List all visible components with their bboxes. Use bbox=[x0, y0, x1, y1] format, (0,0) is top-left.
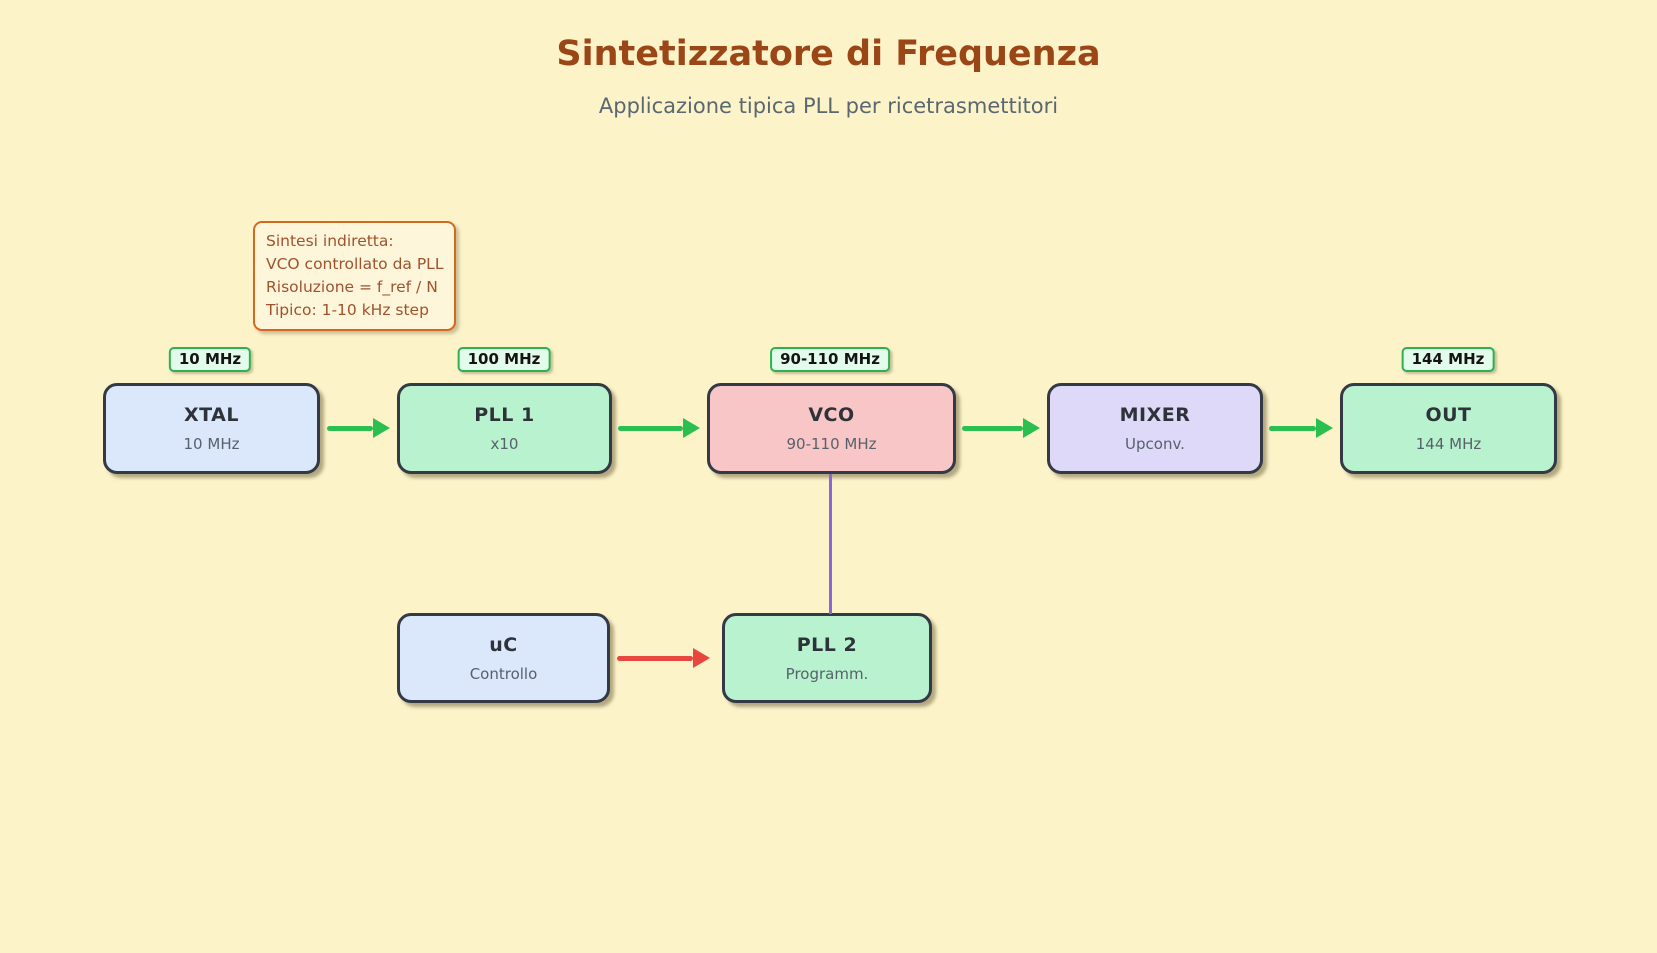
badge-144mhz: 144 MHz bbox=[1401, 347, 1495, 372]
block-pll2: PLL 2 Programm. bbox=[722, 613, 932, 703]
arrow-uc-to-pll2 bbox=[617, 648, 710, 668]
block-xtal-subtitle: 10 MHz bbox=[183, 435, 240, 453]
note-line-3: Risoluzione = f_ref / N bbox=[266, 278, 438, 296]
note-line-4: Tipico: 1-10 kHz step bbox=[266, 301, 429, 319]
page-title: Sintetizzatore di Frequenza bbox=[556, 34, 1101, 74]
arrow-vco-to-mixer bbox=[962, 418, 1040, 438]
block-vco: VCO 90-110 MHz bbox=[707, 383, 956, 474]
block-xtal: XTAL 10 MHz bbox=[103, 383, 320, 474]
block-pll1-title: PLL 1 bbox=[474, 404, 535, 426]
note-line-1: Sintesi indiretta: bbox=[266, 232, 394, 250]
arrowhead-icon bbox=[373, 418, 390, 438]
block-uc-title: uC bbox=[489, 633, 518, 656]
arrowhead-icon bbox=[693, 648, 710, 668]
block-mixer-subtitle: Upconv. bbox=[1125, 435, 1185, 453]
block-vco-subtitle: 90-110 MHz bbox=[786, 435, 877, 453]
arrowhead-icon bbox=[1316, 418, 1333, 438]
arrow-shaft bbox=[327, 425, 373, 431]
block-mixer-title: MIXER bbox=[1119, 404, 1191, 426]
badge-10mhz: 10 MHz bbox=[168, 347, 252, 372]
arrowhead-icon bbox=[683, 418, 700, 438]
badge-100mhz: 100 MHz bbox=[457, 347, 551, 372]
block-pll2-title: PLL 2 bbox=[796, 633, 858, 656]
note-box: Sintesi indiretta: VCO controllato da PL… bbox=[253, 221, 457, 331]
block-vco-title: VCO bbox=[808, 404, 855, 426]
block-mixer: MIXER Upconv. bbox=[1047, 383, 1263, 474]
arrow-xtal-to-pll1 bbox=[327, 418, 390, 438]
badge-90-110mhz: 90-110 MHz bbox=[770, 347, 890, 372]
block-out-subtitle: 144 MHz bbox=[1415, 435, 1482, 453]
arrow-shaft bbox=[1269, 425, 1316, 431]
note-line-2: VCO controllato da PLL bbox=[266, 255, 444, 273]
block-uc: uC Controllo bbox=[397, 613, 610, 703]
page-subtitle: Applicazione tipica PLL per ricetrasmett… bbox=[598, 94, 1059, 118]
arrow-pll1-to-vco bbox=[618, 418, 700, 438]
arrow-shaft bbox=[617, 655, 693, 661]
block-pll1: PLL 1 x10 bbox=[397, 383, 612, 474]
connector-vco-to-pll2 bbox=[829, 474, 832, 614]
arrow-shaft bbox=[962, 425, 1023, 431]
arrowhead-icon bbox=[1023, 418, 1040, 438]
block-uc-subtitle: Controllo bbox=[469, 664, 538, 683]
arrow-shaft bbox=[618, 425, 683, 431]
block-pll1-subtitle: x10 bbox=[490, 435, 519, 453]
block-pll2-subtitle: Programm. bbox=[785, 664, 869, 683]
block-out-title: OUT bbox=[1425, 404, 1472, 426]
block-out: OUT 144 MHz bbox=[1340, 383, 1557, 474]
arrow-mixer-to-out bbox=[1269, 418, 1333, 438]
block-xtal-title: XTAL bbox=[184, 404, 239, 426]
